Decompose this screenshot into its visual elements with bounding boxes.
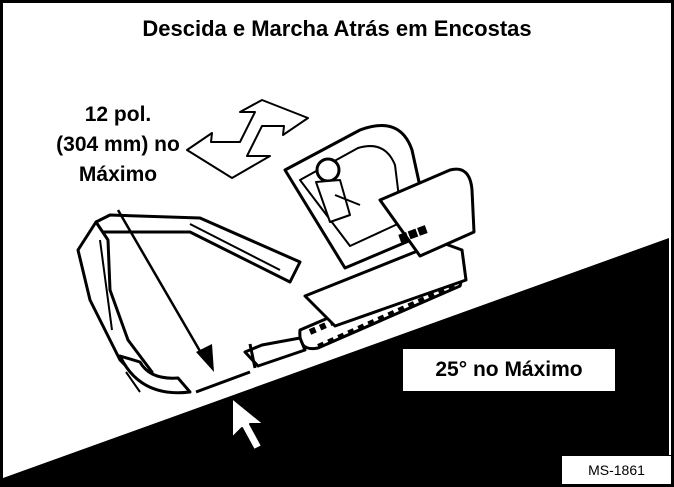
clearance-label-line-3: Máximo	[78, 163, 158, 186]
clearance-leader-line	[116, 209, 206, 359]
diagram-title: Descida e Marcha Atrás em Encostas	[142, 16, 532, 41]
slope	[3, 238, 669, 484]
clearance-marker-line	[195, 370, 251, 394]
clearance-label-line-1: 12 pol.	[84, 103, 152, 126]
clearance-leader-arrowhead	[196, 344, 214, 372]
clearance-label: 12 pol. (304 mm) no Máximo	[18, 100, 218, 190]
clearance-label-line-2: (304 mm) no	[56, 133, 180, 156]
pointer-arrow-icon	[231, 397, 265, 451]
slope-angle-label: 25° no Máximo	[402, 348, 616, 392]
figure-reference: MS-1861	[561, 455, 671, 484]
excavator-illustration: ◼◼◼	[76, 124, 476, 395]
swing-arrow-icon	[186, 99, 309, 179]
